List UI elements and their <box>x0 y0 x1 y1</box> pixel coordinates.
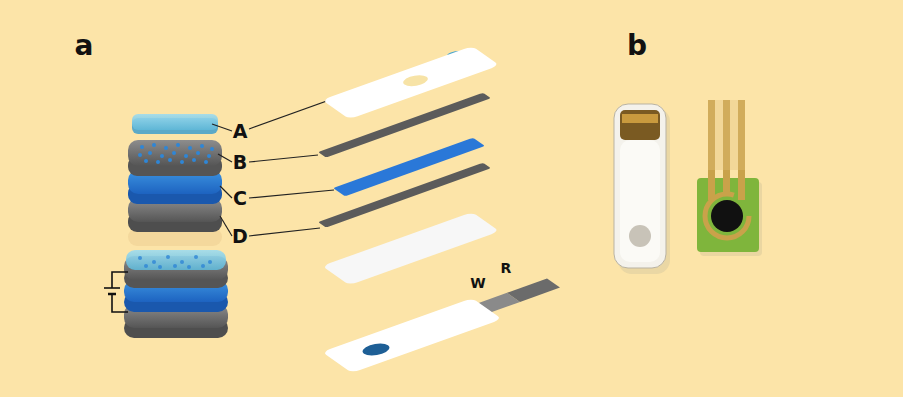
panel-label: b <box>627 32 647 60</box>
part-letter: A <box>233 122 248 141</box>
exploded-layers <box>318 46 500 285</box>
part-letter: B <box>233 153 247 172</box>
electrode-chip <box>697 100 762 256</box>
panel-label: a <box>75 32 94 60</box>
part-letter: C <box>233 189 247 208</box>
part-letter: D <box>232 227 248 246</box>
assembled-sensor <box>322 274 570 373</box>
leader-lines <box>212 56 452 236</box>
electrode-label: R <box>501 261 512 275</box>
packaged-device <box>614 104 670 274</box>
assembled-stack <box>124 250 228 338</box>
electrode-label: W <box>470 276 485 290</box>
battery-symbol <box>104 272 128 312</box>
exploded-stack <box>128 114 222 246</box>
